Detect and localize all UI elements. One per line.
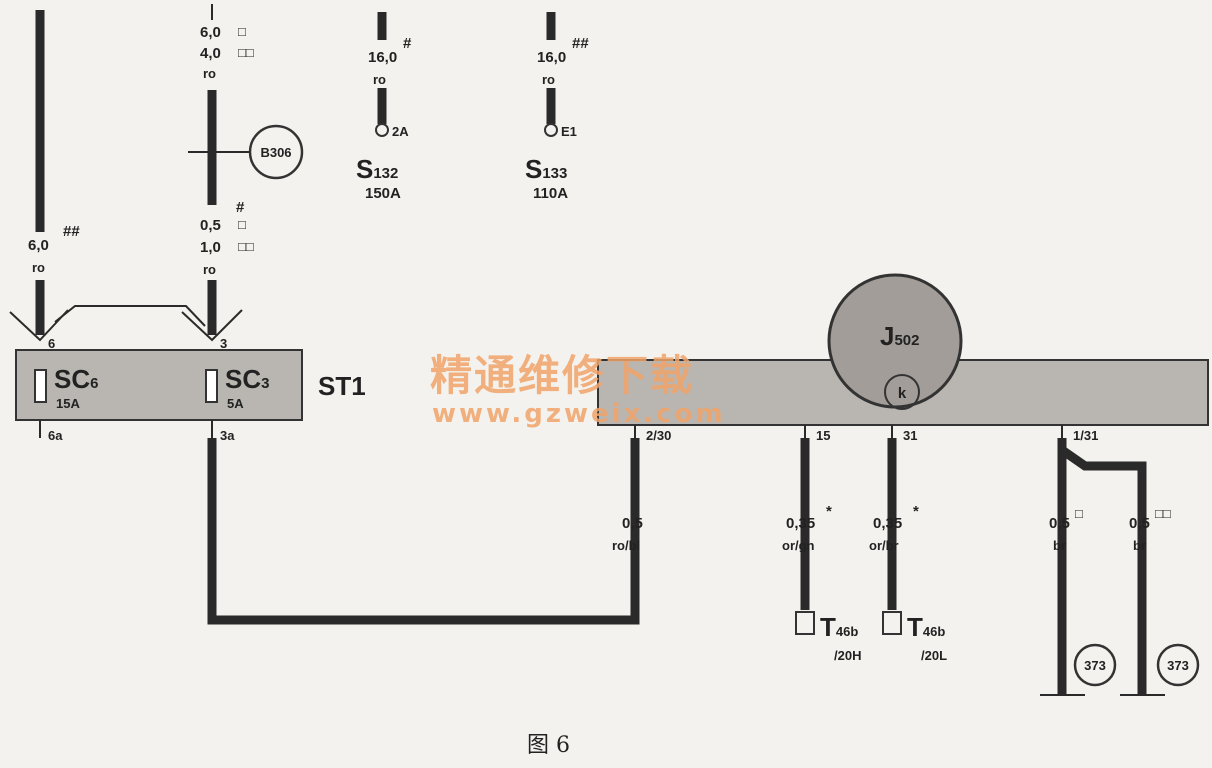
pin-1-31-label: 1/31: [1073, 428, 1098, 443]
watermark-title: 精通维修下载: [430, 351, 694, 400]
module-ground-symbol: k: [898, 385, 907, 402]
pin-31-label: 31: [903, 428, 917, 443]
pin-1-31-gauge-2: 0,5: [1129, 515, 1150, 532]
s132-mark: #: [403, 35, 412, 52]
s132-color: ro: [373, 72, 386, 87]
w1-color: ro: [203, 66, 216, 81]
left-wire-color: ro: [32, 260, 45, 275]
terminal-2a-eyelet: [375, 123, 389, 137]
ground-373-label-1: 373: [1084, 658, 1106, 673]
s132-name: S132: [356, 154, 398, 184]
s132-terminal: 2A: [392, 124, 409, 139]
module-label: J502: [880, 321, 920, 351]
wire-1-31-branch2: [1059, 446, 1147, 695]
jumper-6-to-3: [54, 305, 206, 327]
sc6-label: SC6: [54, 364, 98, 394]
s133-name: S133: [525, 154, 567, 184]
pin-31-connector-pin: /20L: [921, 648, 947, 663]
sc3-pin-out: 3a: [220, 428, 235, 443]
fuse-sc3-symbol: [205, 369, 218, 403]
pin-1-31-gauge-1-marker: □: [1075, 506, 1083, 521]
mid-wire-color: ro: [203, 262, 216, 277]
connector-b306-label: B306: [260, 145, 291, 160]
terminal-e1-eyelet: [544, 123, 558, 137]
ground-373-label-2: 373: [1167, 658, 1189, 673]
connector-t46b-20l-box: [882, 611, 902, 635]
fuse-box-name: ST1: [318, 371, 366, 401]
connector-t46b-20h-box: [795, 611, 815, 635]
sc3-label: SC3: [225, 364, 269, 394]
s133-terminal: E1: [561, 124, 577, 139]
pin-31-connector: T46b: [907, 612, 945, 642]
figure-caption: 图 6: [527, 733, 570, 758]
left-wire-mark: ##: [63, 223, 80, 240]
w1-label-2-marker: □□: [238, 45, 254, 60]
s132-gauge: 16,0: [368, 49, 397, 66]
pin-15-connector-pin: /20H: [834, 648, 861, 663]
ground-symbol-circle: [884, 374, 920, 410]
sc6-rating: 15A: [56, 396, 80, 411]
sc3-rating: 5A: [227, 396, 244, 411]
pin-15-mark: *: [826, 503, 832, 520]
watermark-url: www.gzweix.com: [432, 399, 726, 429]
w1-label-1-marker: □: [238, 24, 246, 39]
sc6-pin-in: 6: [48, 336, 55, 351]
mid-wire-gauge-2-marker: □□: [238, 239, 254, 254]
ground-373-circle-1: [1073, 643, 1117, 687]
sc3-pin-in: 3: [220, 336, 227, 351]
pin-15-connector: T46b: [820, 612, 858, 642]
s133-gauge: 16,0: [537, 49, 566, 66]
pin-15-color: or/gn: [782, 538, 815, 553]
mid-wire-gauge-1-marker: □: [238, 217, 246, 232]
pin-2-30-label: 2/30: [646, 428, 671, 443]
mid-wire-gauge-1: 0,5: [200, 217, 221, 234]
w1-label-2: 4,0: [200, 45, 221, 62]
pin-31-color: or/br: [869, 538, 899, 553]
pin-1-31-color-2: br: [1133, 538, 1146, 553]
s133-rating: 110A: [533, 185, 568, 202]
mid-wire-gauge-2: 1,0: [200, 239, 221, 256]
pin-1-31-gauge-2-marker: □□: [1155, 506, 1171, 521]
pin-1-31-gauge-1: 0,5: [1049, 515, 1070, 532]
pin-31-gauge: 0,35: [873, 515, 902, 532]
pin-2-30-gauge: 0,5: [622, 515, 643, 532]
ground-373-circle-2: [1156, 643, 1200, 687]
w1-label-1: 6,0: [200, 24, 221, 41]
s132-rating: 150A: [365, 185, 401, 202]
s133-color: ro: [542, 72, 555, 87]
pin-31-mark: *: [913, 503, 919, 520]
fork-right: [181, 309, 243, 342]
pin-15-gauge: 0,35: [786, 515, 815, 532]
pin-2-30-color: ro/bl: [612, 538, 640, 553]
sc6-pin-out: 6a: [48, 428, 63, 443]
connector-b306-circle: [248, 124, 304, 180]
s133-mark: ##: [572, 35, 589, 52]
pin-15-label: 15: [816, 428, 830, 443]
fuse-sc6-symbol: [34, 369, 47, 403]
fuse-strip-st1: [15, 349, 303, 421]
mid-wire-mark: #: [236, 199, 245, 216]
pin-1-31-color-1: br: [1053, 538, 1066, 553]
left-wire-gauge: 6,0: [28, 237, 49, 254]
wire-loop-3a-to-2-30: [207, 438, 640, 625]
